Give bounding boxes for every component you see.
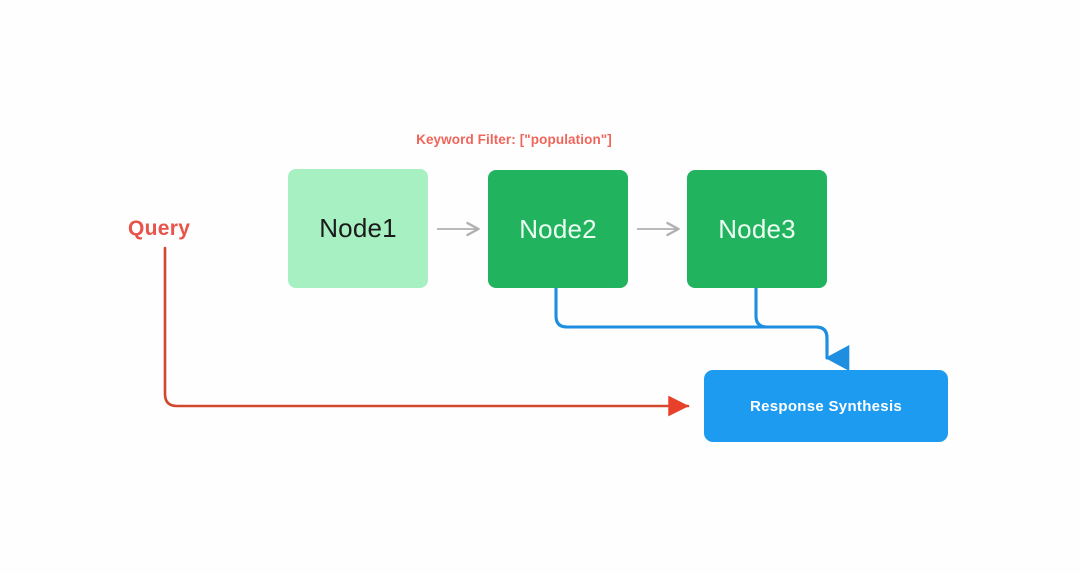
connector-node2-to-response — [554, 286, 850, 372]
node-node1-label: Node1 — [319, 213, 397, 243]
node-node1[interactable]: Node1 — [288, 169, 428, 288]
node-node2[interactable]: Node2 — [488, 170, 628, 288]
response-synthesis-box[interactable]: Response Synthesis — [704, 370, 948, 442]
connector-node3-to-response — [754, 286, 829, 354]
node-node2-label: Node2 — [519, 213, 597, 244]
keyword-filter-annotation: Keyword Filter: ["population"] — [416, 132, 612, 147]
response-synthesis-label: Response Synthesis — [749, 397, 903, 415]
node-node3-label: Node3 — [718, 213, 796, 244]
query-label: Query — [128, 217, 191, 240]
node-node3[interactable]: Node3 — [687, 170, 827, 288]
